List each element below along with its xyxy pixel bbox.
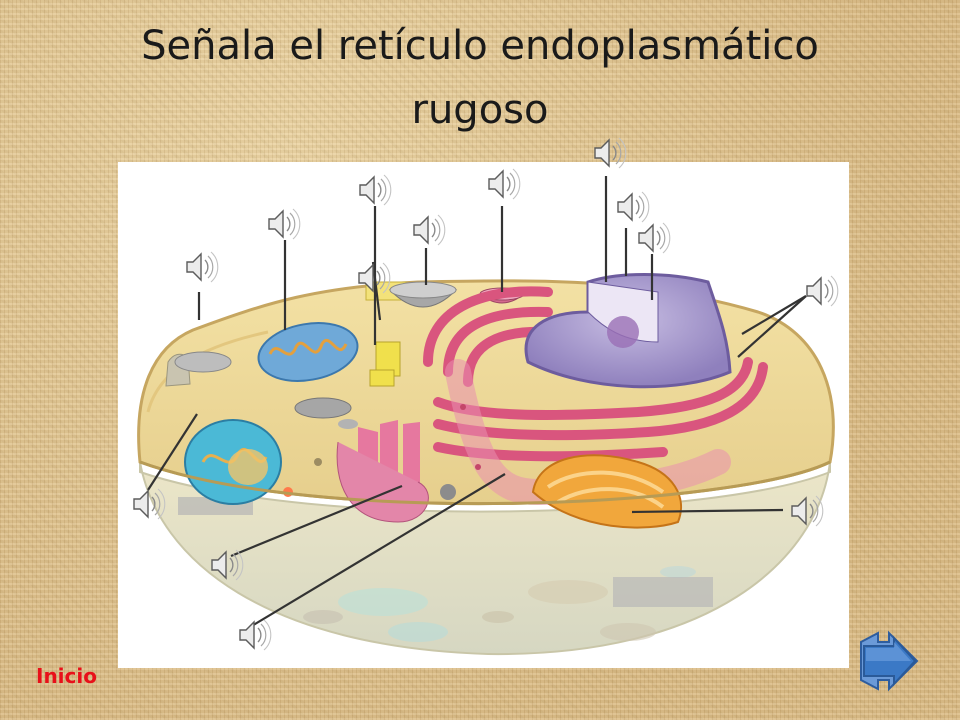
slide-title-line-1: Señala el retículo endoplasmático — [141, 23, 819, 69]
rough-er — [423, 286, 768, 506]
cell-diagram — [137, 273, 835, 656]
next-arrow-icon[interactable] — [858, 630, 920, 692]
slide-title: Señala el retículo endoplasmático rugoso — [0, 14, 960, 142]
slide-title-line-2: rugoso — [411, 87, 549, 133]
plasma-membrane — [139, 460, 831, 506]
home-link[interactable]: Inicio — [36, 664, 97, 688]
mitochondrion-upper — [257, 322, 359, 382]
cell-diagram-panel — [118, 162, 849, 668]
nucleus — [524, 273, 732, 389]
lysosome — [440, 484, 456, 500]
vesicle — [294, 397, 352, 419]
